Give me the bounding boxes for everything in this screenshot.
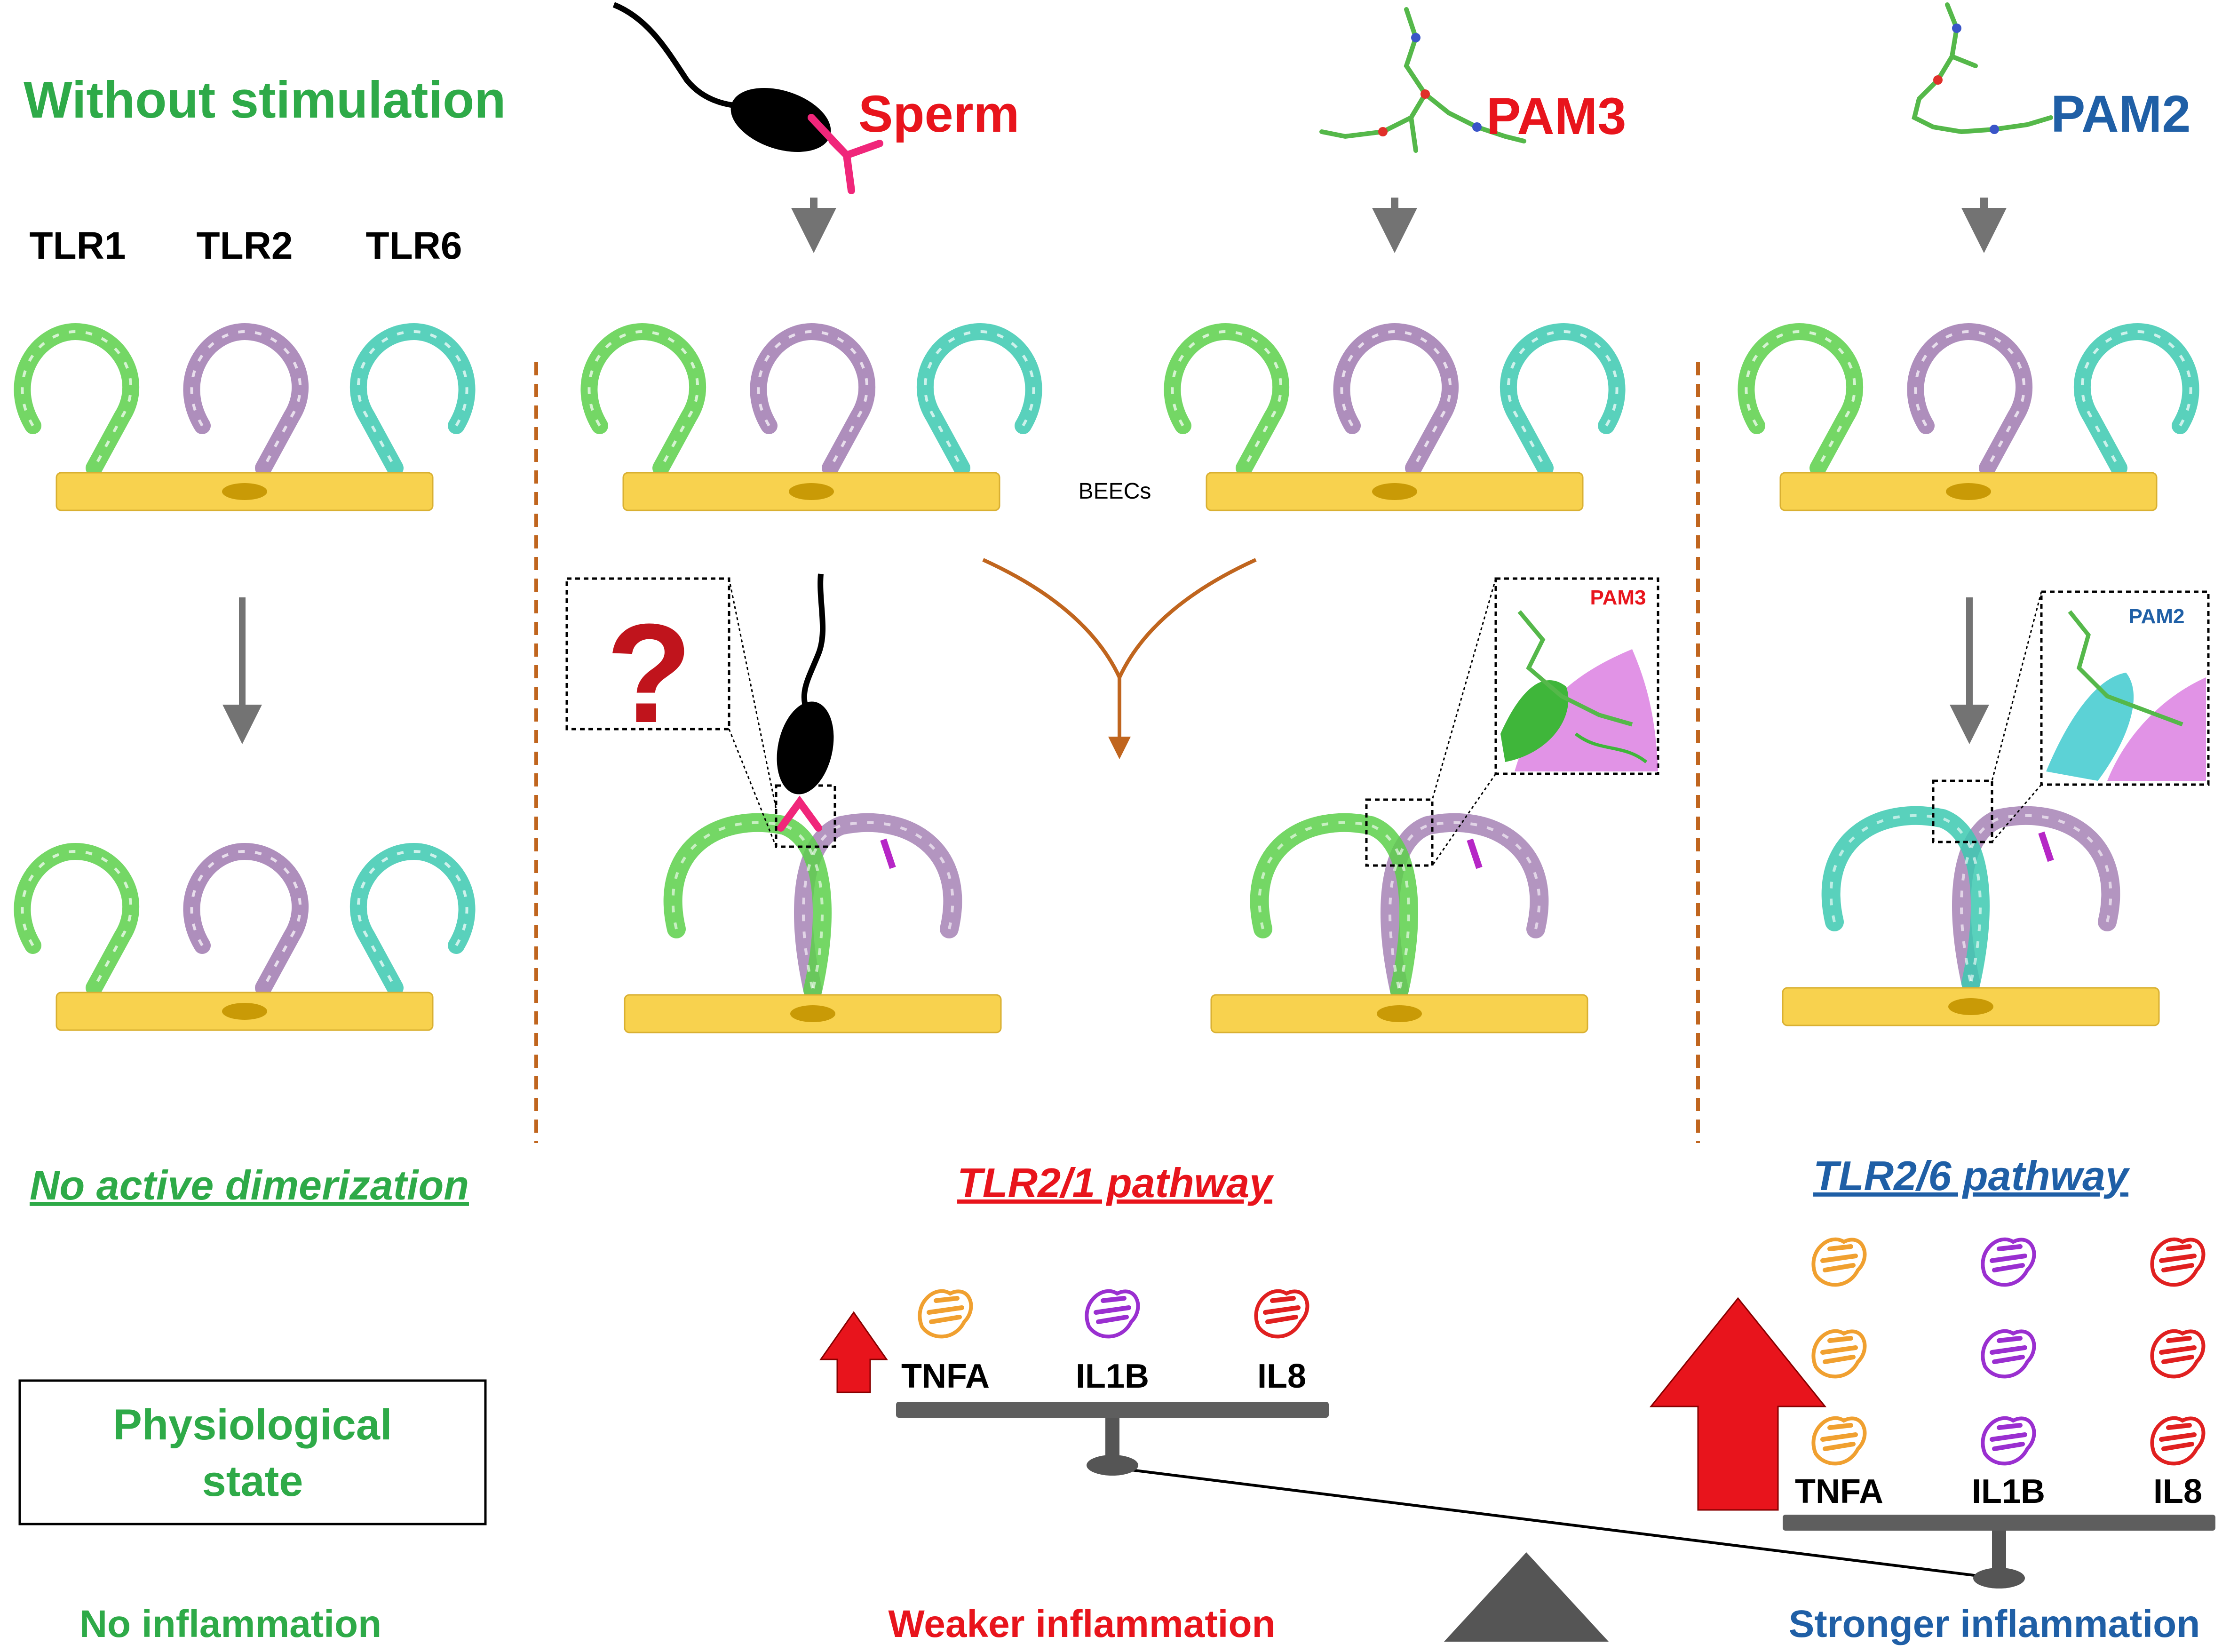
pam2-molecule-icon <box>1912 2 2053 135</box>
sperm-top-tlr6 <box>917 323 1042 477</box>
control-top-tlr1 <box>14 323 139 477</box>
control-bottom-cell <box>56 992 434 1031</box>
pam3-top-tlr2 <box>1333 323 1459 477</box>
pam3-molecule-icon <box>1319 7 1526 153</box>
control-top-tlr2 <box>183 323 309 477</box>
pam2-top-tlr2 <box>1907 323 2032 477</box>
sperm-bottom-cell <box>624 994 1002 1033</box>
right-il1b-icon-3 <box>1981 1416 2036 1466</box>
pam2-top-tlr1 <box>1738 323 1863 477</box>
right-il8-icon-2 <box>2150 1329 2206 1379</box>
physiological-state-box <box>18 1379 487 1525</box>
title-pam3: PAM3 <box>1486 87 1626 145</box>
sperm-icon <box>612 2 883 194</box>
right-il1b-icon-1 <box>1981 1237 2036 1287</box>
control-bottom-tlr1 <box>14 842 139 996</box>
pam3-top-tlr1 <box>1164 323 1289 477</box>
cell-label-beecs: BEECs <box>1079 479 1151 504</box>
pam2-bottom-cell <box>1782 987 2160 1026</box>
outcome-no-inflammation: No inflammation <box>79 1603 381 1645</box>
cytokine-il8-left: IL8 <box>1257 1358 1306 1395</box>
control-bottom-tlr6 <box>350 842 476 996</box>
physiological-state-line2: state <box>202 1457 303 1505</box>
right-il8-icon-3 <box>2150 1416 2206 1466</box>
receptor-layer <box>14 323 2199 1033</box>
right-tnfa-icon-3 <box>1811 1416 1867 1466</box>
label-tlr2: TLR2 <box>197 224 293 267</box>
right-tnfa-icon-1 <box>1811 1237 1867 1287</box>
bound-sperm-icon <box>777 573 834 832</box>
right-il8-icon-1 <box>2150 1237 2206 1287</box>
pam3-inset <box>1365 577 1659 867</box>
pathway-tlr26: TLR2/6 pathway <box>1813 1152 2130 1199</box>
physiological-state-line1: Physiological <box>113 1401 392 1449</box>
left-il1b-icon <box>1085 1289 1140 1339</box>
title-without-stimulation: Without stimulation <box>24 71 506 129</box>
control-top-tlr6 <box>350 323 476 477</box>
pam3-top-cell <box>1206 472 1584 511</box>
cytokine-il1b-right: IL1B <box>1972 1473 2045 1510</box>
right-il1b-icon-2 <box>1981 1329 2036 1379</box>
converging-arrow <box>982 558 1257 759</box>
pam3-bottom-cell <box>1210 994 1588 1033</box>
sperm-top-cell <box>622 472 1000 511</box>
pam2-inset <box>1932 590 2210 843</box>
control-bottom-tlr2 <box>183 842 309 996</box>
left-tnfa-icon <box>918 1289 973 1339</box>
pam2-inset-label: PAM2 <box>2129 605 2185 628</box>
pam3-inset-label: PAM3 <box>1590 586 1646 609</box>
pathway-no-dimerization: No active dimerization <box>30 1162 469 1208</box>
label-tlr6: TLR6 <box>366 224 462 267</box>
title-sperm: Sperm <box>858 85 1019 143</box>
pam2-top-cell <box>1779 472 2158 511</box>
cytokine-il1b-left: IL1B <box>1076 1358 1149 1395</box>
label-tlr1: TLR1 <box>30 224 126 267</box>
pam2-top-tlr6 <box>2074 323 2199 477</box>
right-tnfa-icon-2 <box>1811 1329 1867 1379</box>
pam3-top-tlr6 <box>1500 323 1626 477</box>
cytokine-tnfa-left: TNFA <box>901 1358 990 1395</box>
large-red-up-arrow-icon <box>1649 1297 1827 1511</box>
sperm-top-tlr2 <box>750 323 875 477</box>
pam3-bottom-dimer <box>1250 813 1549 1000</box>
outcome-weaker-inflammation: Weaker inflammation <box>888 1603 1275 1645</box>
pathway-tlr21: TLR2/1 pathway <box>957 1160 1274 1206</box>
left-il8-icon <box>1254 1289 1309 1339</box>
red-up-arrow-icon <box>819 1311 888 1393</box>
cytokine-layer <box>918 1237 2206 1466</box>
pam2-bottom-dimer <box>1821 806 2120 993</box>
balance-scale-icon <box>896 1402 2215 1642</box>
cytokine-tnfa-right: TNFA <box>1795 1473 1883 1510</box>
control-top-cell <box>56 472 434 511</box>
question-inset <box>565 577 836 848</box>
outcome-stronger-inflammation: Stronger inflammation <box>1789 1603 2200 1645</box>
cytokine-il8-right: IL8 <box>2153 1473 2202 1510</box>
sperm-top-tlr1 <box>580 323 706 477</box>
sperm-bottom-dimer <box>663 813 962 1000</box>
question-mark-icon: ? <box>606 594 692 752</box>
title-pam2: PAM2 <box>2051 85 2190 143</box>
